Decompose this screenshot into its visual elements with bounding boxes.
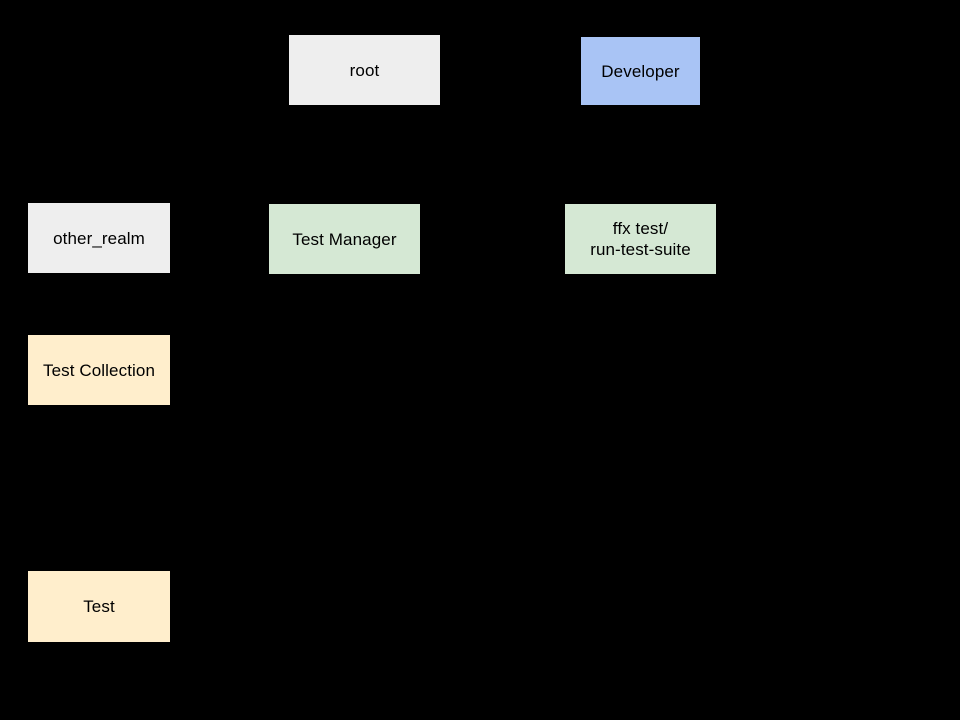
node-ffx_test[interactable]: ffx test/ run-test-suite: [565, 204, 716, 274]
node-test_collection[interactable]: Test Collection: [28, 335, 170, 405]
node-label-ffx_test: ffx test/ run-test-suite: [590, 219, 691, 259]
node-label-developer: Developer: [601, 61, 680, 81]
node-test_manager[interactable]: Test Manager: [269, 204, 420, 274]
node-test[interactable]: Test: [28, 571, 170, 642]
node-label-test: Test: [83, 597, 115, 616]
node-label-test_collection: Test Collection: [42, 360, 156, 380]
node-other_realm[interactable]: other_realm: [28, 203, 170, 273]
node-label-test_manager: Test Manager: [292, 229, 397, 249]
node-developer[interactable]: Developer: [581, 37, 700, 105]
node-label-root: root: [349, 60, 380, 80]
node-label-other_realm: other_realm: [53, 228, 145, 248]
node-root[interactable]: root: [289, 35, 440, 105]
